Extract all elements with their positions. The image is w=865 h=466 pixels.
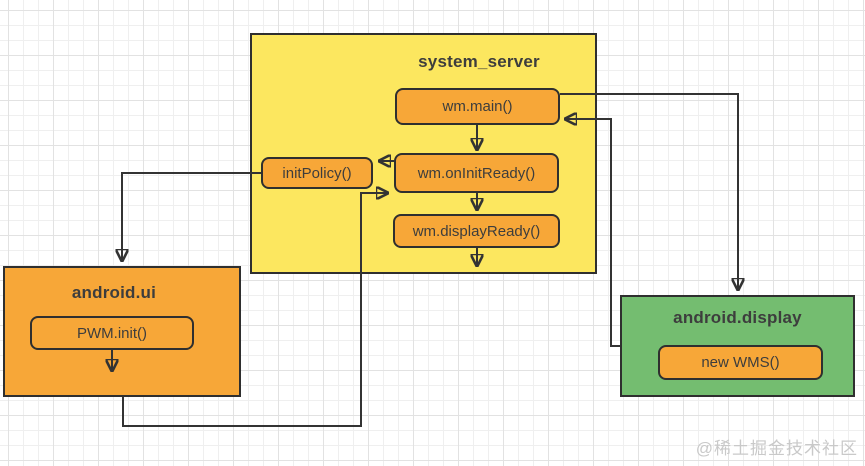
watermark-text: @稀土掘金技术社区 <box>695 439 858 458</box>
node-wm-oninitready: wm.onInitReady() <box>394 153 559 193</box>
node-pwm-init: PWM.init() <box>30 316 194 350</box>
system-server-title: system_server <box>418 52 540 71</box>
node-wm-displayready: wm.displayReady() <box>393 214 560 248</box>
node-new-wms: new WMS() <box>658 345 823 380</box>
edge-initpolicy-to-android-ui <box>122 172 261 260</box>
android-display-title: android.display <box>673 308 802 327</box>
node-wm-main: wm.main() <box>395 88 560 125</box>
android-ui-title: android.ui <box>71 283 157 302</box>
node-initpolicy: initPolicy() <box>261 157 373 189</box>
